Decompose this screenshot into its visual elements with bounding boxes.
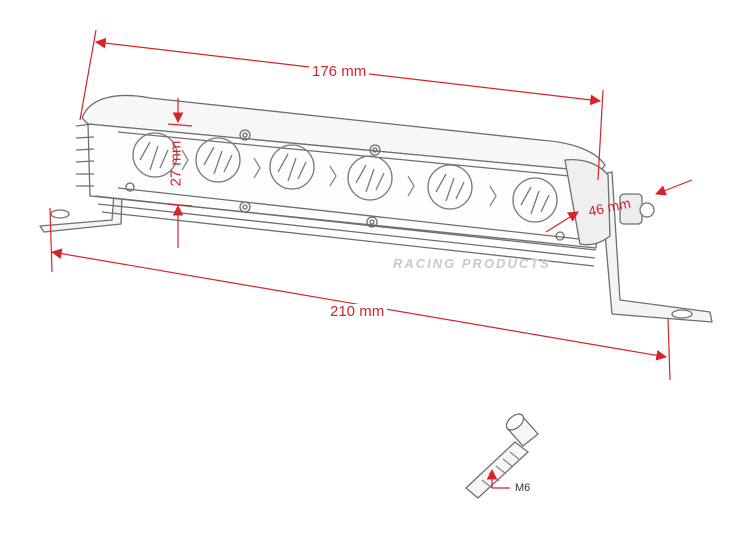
led-1 [132, 132, 178, 178]
dim-210-ext-right [667, 317, 671, 381]
housing-right-cap [564, 159, 611, 246]
side-bolt [619, 193, 655, 225]
watermark-text: RACING PRODUCTS [393, 256, 551, 271]
dim-176-ext-right [597, 89, 604, 181]
dim-46-arrow-right [654, 179, 693, 196]
housing-left-fins [75, 123, 95, 187]
led-2 [195, 137, 241, 183]
dim-210-label: 210 mm [327, 304, 388, 319]
led-3 [269, 144, 315, 190]
left-mount-hole [50, 209, 70, 219]
lens-frame-top [117, 131, 591, 179]
front-screws [125, 129, 565, 241]
led-5 [427, 164, 473, 210]
dim-27-label: 27 mm [167, 140, 185, 187]
light-bar [39, 94, 713, 323]
dim-176-ext-left [79, 29, 97, 121]
led-cups [132, 132, 558, 223]
lens-chevrons [181, 149, 497, 207]
dim-46-arrow-left [545, 211, 579, 233]
dim-27-ext-top [167, 123, 193, 127]
lens-frame-bottom [117, 187, 589, 241]
dim-27-ext-bottom [167, 203, 193, 207]
bolt-size-label: M6 [515, 482, 531, 494]
housing-front [87, 123, 601, 249]
led-4 [347, 155, 393, 201]
dim-210-ext-left [49, 207, 53, 273]
right-mount-hole [671, 309, 693, 319]
led-6 [512, 177, 558, 223]
dim-176-label: 176 mm [309, 64, 370, 79]
right-bracket [599, 171, 713, 323]
